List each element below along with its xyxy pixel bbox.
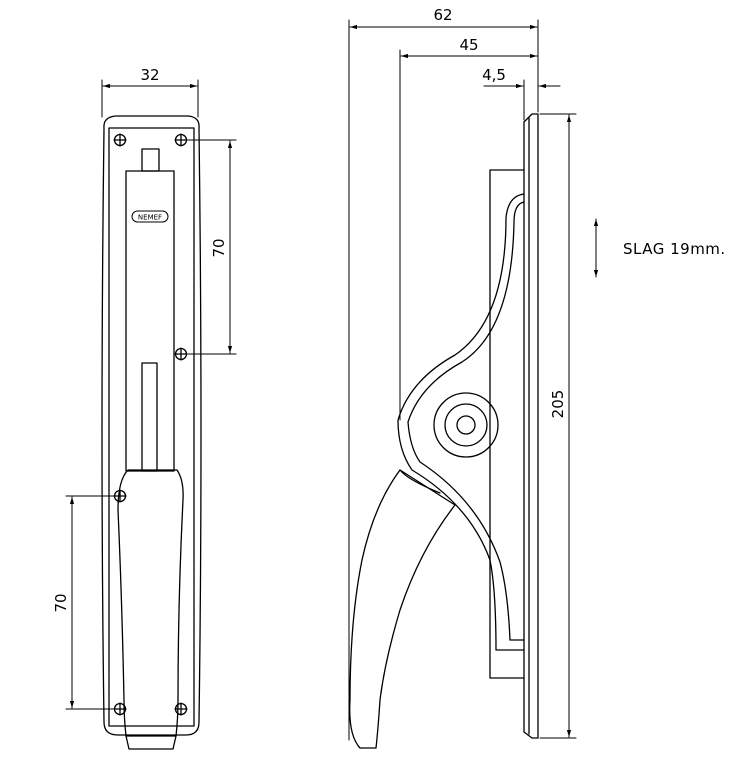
front-dimensions [65, 79, 237, 710]
logo-oval [131, 210, 169, 223]
side-mount-block [489, 169, 525, 679]
dim-height-205: 205 [549, 390, 567, 419]
side-body-inner [407, 201, 525, 641]
nemef-logo: NEMEF [138, 214, 162, 222]
dim-plate-thickness: 4,5 [482, 66, 506, 84]
side-lever [349, 469, 456, 749]
screw-hole [113, 702, 127, 716]
side-backplate [523, 113, 539, 739]
side-body-outer [397, 193, 525, 651]
stroke-label: SLAG 19mm. [623, 240, 726, 258]
screw-hole [174, 133, 188, 147]
pivot-hub [433, 392, 499, 458]
screw-hole [113, 489, 127, 503]
dim-handle-depth-45: 45 [459, 36, 478, 54]
dim-screw-spacing-top: 70 [210, 238, 228, 257]
bolt-slot [141, 362, 158, 472]
front-handle [117, 469, 184, 750]
side-lever-edge [399, 469, 441, 494]
pivot-boss [444, 403, 488, 447]
screw-hole [113, 133, 127, 147]
dim-screw-spacing-bottom: 70 [52, 593, 70, 612]
backplate-inner [108, 127, 195, 727]
front-view [101, 115, 202, 750]
side-dimensions [348, 19, 599, 741]
side-view [349, 113, 539, 749]
dim-width-32: 32 [140, 66, 159, 84]
dim-overall-depth-62: 62 [433, 6, 452, 24]
bolt-top [141, 148, 160, 172]
screw-hole [174, 347, 188, 361]
pivot-pin [456, 415, 476, 435]
screw-hole [174, 702, 188, 716]
backplate-outline [101, 115, 202, 736]
